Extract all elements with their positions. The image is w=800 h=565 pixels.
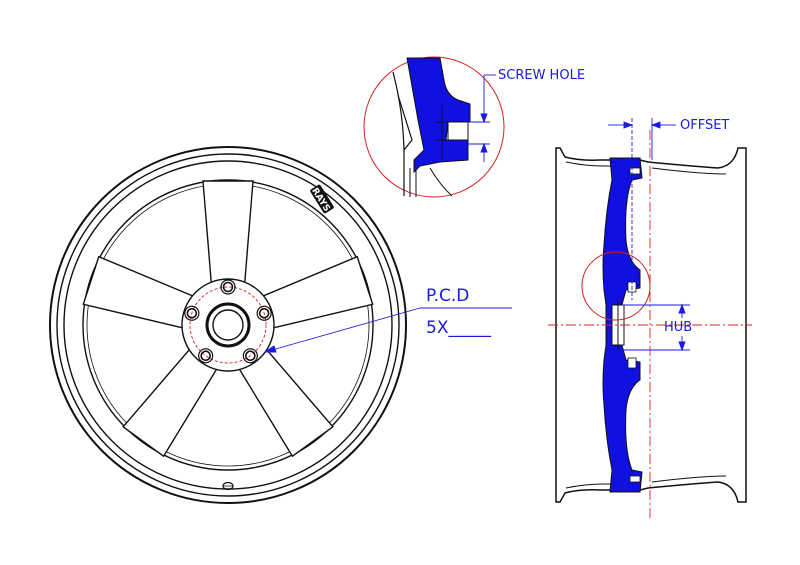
screw-hole-dimension [468, 74, 496, 162]
hub-detail-circle [581, 251, 651, 321]
hub-label: HUB [664, 320, 692, 335]
center-lines [548, 130, 752, 520]
rim-lip-edge [56, 153, 400, 497]
bolt-pattern-label: 5X_____ [426, 318, 491, 338]
detail-view [363, 56, 505, 198]
center-bore-inner [212, 309, 244, 341]
offset-label: OFFSET [680, 118, 729, 133]
disk-section-fill [602, 157, 643, 493]
hub-face [181, 278, 275, 372]
hub-dimension [622, 303, 690, 352]
center-bore-outer [205, 302, 251, 348]
pcd-label: P.C.D [426, 286, 469, 306]
spoke [202, 180, 254, 293]
rim-inner-barrel [82, 179, 374, 471]
screw-hole-label: SCREW HOLE [498, 68, 585, 83]
wheel-front-view [49, 146, 407, 504]
pcd-leader [263, 307, 512, 353]
offset-dimension [608, 118, 676, 300]
lug-holes [184, 279, 272, 364]
detail-section-fill [406, 57, 471, 174]
rim-outer-edge [49, 146, 407, 504]
pcd-circle [189, 286, 267, 364]
